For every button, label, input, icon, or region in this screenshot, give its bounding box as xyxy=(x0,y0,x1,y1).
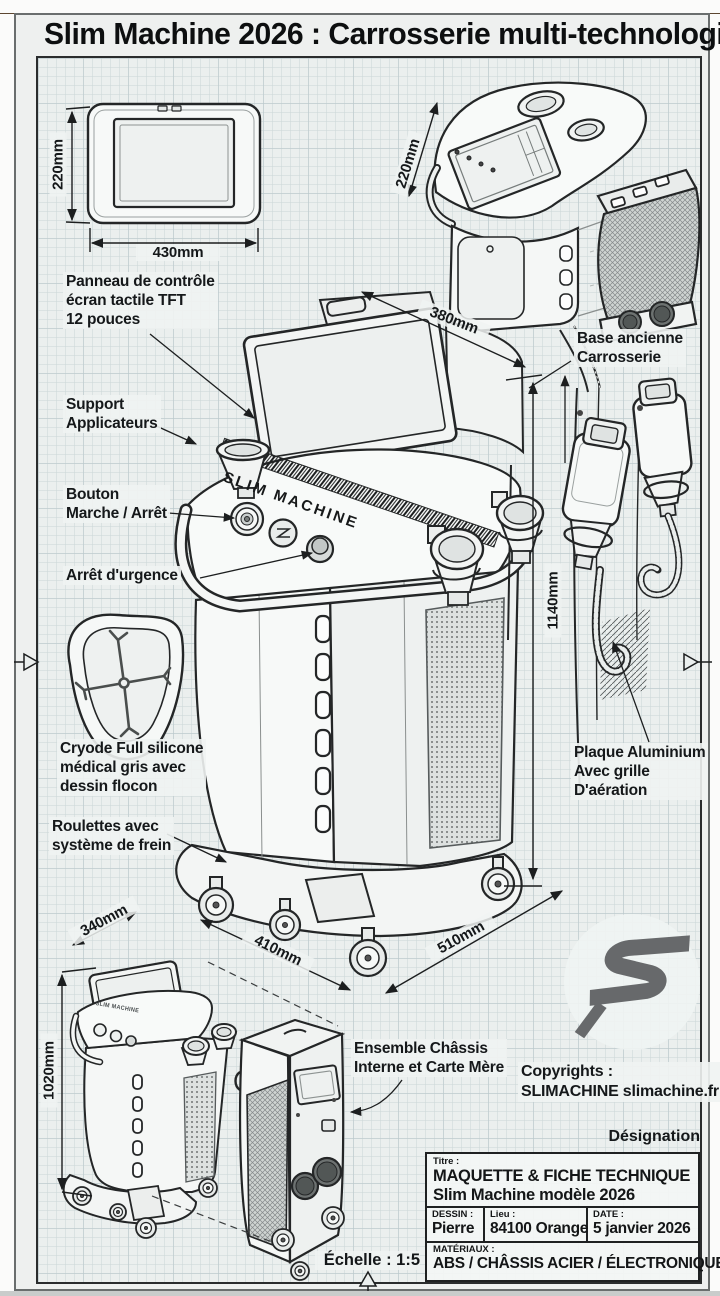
snowflake-icon xyxy=(74,629,172,738)
power-button-drawing xyxy=(229,501,265,537)
applicator-cup-right-1 xyxy=(427,525,485,606)
label-base-ancienne: Base ancienne Carrosserie xyxy=(574,329,686,367)
page-title: Slim Machine 2026 : Carrosserie multi-te… xyxy=(44,16,720,51)
registration-marks xyxy=(14,652,712,1294)
cryode-drawing xyxy=(67,613,185,761)
dessin-value: Pierre xyxy=(432,1220,475,1237)
lieu-label: Lieu : xyxy=(490,1209,516,1220)
leader-lines xyxy=(149,333,650,1116)
old-base-machine-drawing xyxy=(425,81,701,344)
dim-panel-width: 430mm xyxy=(136,244,220,261)
small-caster-wheels xyxy=(72,1178,218,1239)
control-panel-drawing xyxy=(86,102,262,225)
dessin-label: DESSIN : xyxy=(432,1209,474,1220)
titre-label: Titre : xyxy=(433,1156,460,1167)
titre-line1: MAQUETTE & FICHE TECHNIQUE xyxy=(433,1167,691,1185)
title-block-titre-row: Titre : MAQUETTE & FICHE TECHNIQUE Slim … xyxy=(427,1154,698,1208)
label-control-panel: Panneau de contrôle écran tactile TFT 12… xyxy=(63,272,218,329)
label-support-applicateurs: Support Applicateurs xyxy=(63,395,161,433)
dim-small-height: 1020mm xyxy=(40,1033,58,1108)
label-bouton-marche: Bouton Marche / Arrêt xyxy=(63,485,170,523)
brand-watermark-logo xyxy=(564,914,700,1050)
materiaux-row: MATÉRIAUX : ABS / CHÂSSIS ACIER / ÉLECTR… xyxy=(427,1243,720,1280)
label-cryode: Cryode Full silicone médical gris avec d… xyxy=(57,739,207,796)
sheet-bottom-edge xyxy=(0,1291,720,1296)
designation-heading: Désignation xyxy=(608,1128,700,1145)
materiaux-label: MATÉRIAUX : xyxy=(433,1244,495,1255)
lieu-value: 84100 Orange xyxy=(490,1220,589,1237)
label-roulettes: Roulettes avec système de frein xyxy=(49,817,175,855)
date-value: 5 janvier 2026 xyxy=(593,1220,691,1237)
scale-note: Échelle : 1:5 xyxy=(315,1251,420,1270)
date-label: DATE : xyxy=(593,1209,624,1220)
label-ensemble-chassis: Ensemble Châssis Interne et Carte Mère xyxy=(351,1039,507,1077)
dimension-lines xyxy=(57,101,564,1197)
copyright-notice: Copyrights : SLIMACHINE slimachine.fr xyxy=(518,1062,720,1102)
titre-line2: Slim Machine modèle 2026 xyxy=(433,1186,635,1204)
date-cell: DATE : 5 janvier 2026 xyxy=(588,1208,698,1241)
chassis-caster-wheels xyxy=(271,1206,345,1281)
dim-panel-height: 220mm xyxy=(49,132,67,197)
chassis-unit-drawing xyxy=(151,961,346,1281)
applicator-cup-left xyxy=(215,438,271,499)
label-arret-urgence: Arrêt d'urgence xyxy=(63,566,181,585)
emergency-button-drawing xyxy=(305,534,335,564)
title-block: Titre : MAQUETTE & FICHE TECHNIQUE Slim … xyxy=(425,1152,720,1282)
title-block-info-row: DESSIN : Pierre Lieu : 84100 Orange DATE… xyxy=(427,1208,698,1243)
main-machine-drawing xyxy=(174,290,545,978)
dessin-cell: DESSIN : Pierre xyxy=(427,1208,485,1241)
label-plaque-aluminium: Plaque Aluminium Avec grille D'aération xyxy=(571,743,709,800)
handpieces-drawing xyxy=(559,325,693,796)
dim-main-height: 1140mm xyxy=(544,563,562,638)
lieu-cell: Lieu : 84100 Orange xyxy=(485,1208,588,1241)
materiaux-value: ABS / CHÂSSIS ACIER / ÉLECTRONIQUES xyxy=(433,1255,720,1272)
logo-button-drawing xyxy=(268,518,298,548)
small-machine-drawing xyxy=(62,960,238,1239)
